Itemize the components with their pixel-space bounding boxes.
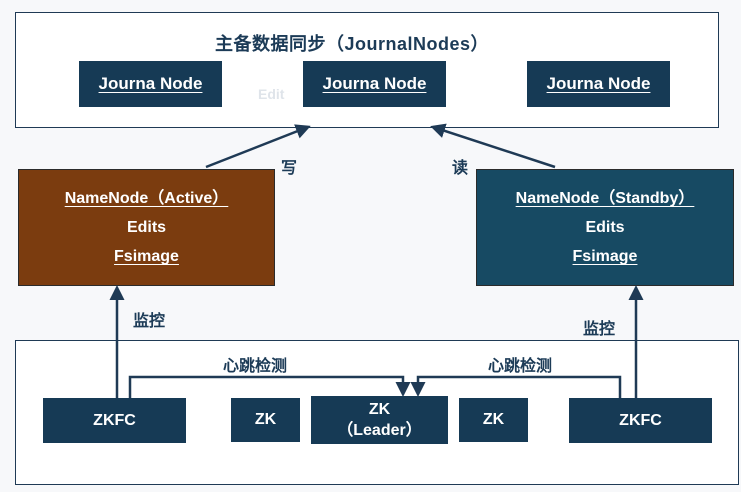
watermark-text: Edit [258, 86, 285, 102]
zk-node-2-label: ZK [482, 411, 505, 428]
journal-node-1-label: Journa Node [98, 74, 203, 93]
zk-node-1: ZK [231, 398, 300, 442]
namenode-active-edits: Edits [126, 219, 167, 236]
heartbeat-left-label: 心跳检测 [223, 358, 288, 375]
zk-leader-role: （Leader） [337, 422, 422, 439]
heartbeat-right-label: 心跳检测 [488, 358, 553, 375]
read-label: 读 [452, 160, 469, 177]
namenode-standby-title: NameNode（Standby） [515, 190, 695, 207]
monitor-right-label: 监控 [583, 321, 616, 338]
zk-node-1-label: ZK [254, 411, 277, 428]
zkfc-right: ZKFC [569, 398, 712, 443]
journal-node-3-label: Journa Node [546, 74, 651, 93]
zkfc-left: ZKFC [43, 398, 186, 443]
namenode-active: NameNode（Active） Edits Fsimage [18, 169, 275, 286]
namenode-standby-fsimage: Fsimage [572, 248, 638, 265]
journalnodes-title: 主备数据同步（JournalNodes） [215, 34, 490, 54]
zkfc-right-label: ZKFC [619, 411, 662, 429]
heartbeat-right-arrow [410, 375, 622, 398]
journal-node-2-label: Journa Node [322, 74, 427, 93]
read-arrow [430, 123, 556, 169]
heartbeat-left-arrow [128, 375, 411, 398]
namenode-active-fsimage: Fsimage [114, 248, 179, 265]
namenode-standby: NameNode（Standby） Edits Fsimage [476, 169, 734, 286]
journal-node-3: Journa Node [527, 61, 670, 107]
namenode-active-title: NameNode（Active） [64, 190, 229, 207]
write-label: 写 [281, 160, 298, 177]
zk-node-2: ZK [459, 398, 528, 442]
journal-node-2: Journa Node [303, 61, 446, 107]
zk-leader-label: ZK [368, 401, 391, 418]
journal-node-1: Journa Node [79, 61, 222, 107]
monitor-left-label: 监控 [133, 313, 166, 330]
zk-leader: ZK （Leader） [311, 396, 448, 444]
write-arrow [205, 124, 311, 169]
zkfc-left-label: ZKFC [93, 411, 136, 429]
namenode-standby-edits: Edits [585, 219, 625, 236]
